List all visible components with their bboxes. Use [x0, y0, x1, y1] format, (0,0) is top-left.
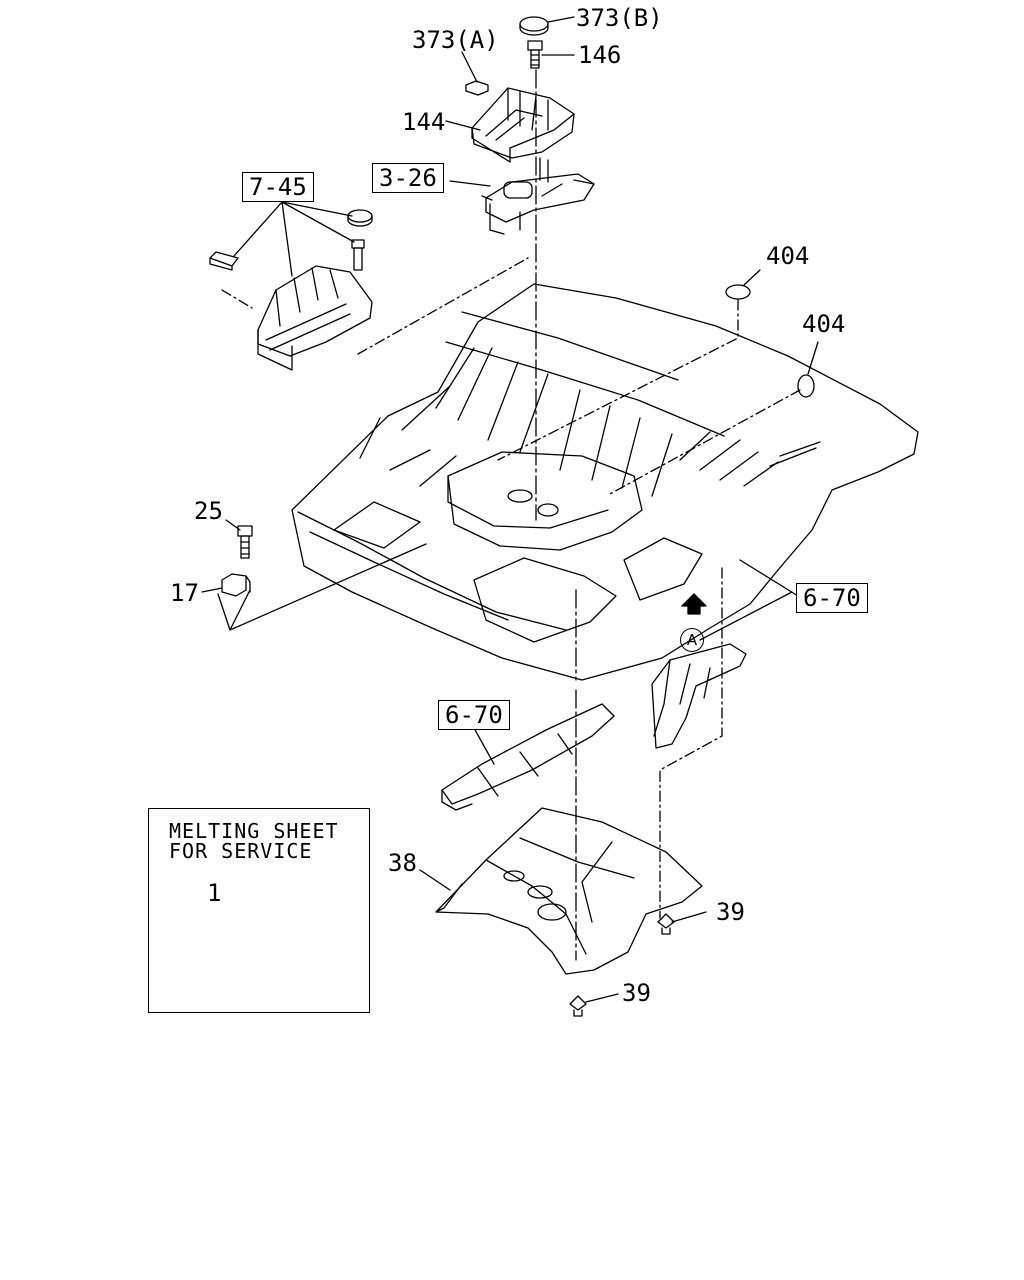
leader-373b	[547, 16, 575, 23]
ref-3-26: 3-26	[372, 163, 444, 193]
leader-144	[445, 120, 481, 131]
part-146-bolt	[527, 40, 543, 69]
leaders-745	[233, 201, 355, 277]
label-404-a: 404	[766, 242, 810, 270]
part-404-plug-a	[725, 284, 751, 300]
part-373a-plug	[465, 80, 489, 96]
leader-404b	[807, 341, 819, 375]
ref-7-45: 7-45	[242, 172, 314, 202]
leader-326	[449, 180, 491, 187]
note-line-1: MELTING SHEET	[169, 819, 339, 843]
leader-670-center	[473, 727, 495, 765]
leader-39b	[585, 993, 619, 1003]
ref-6-70-right: 6-70	[796, 583, 868, 613]
ref-6-70-center: 6-70	[438, 700, 510, 730]
label-373b: 373(B)	[576, 4, 663, 32]
part-39-clip-b	[569, 995, 587, 1017]
label-404-b: 404	[802, 310, 846, 338]
leader-373a	[461, 51, 478, 83]
note-line-2: FOR SERVICE	[169, 839, 313, 863]
part-6-70-center	[441, 703, 615, 811]
label-373a: 373(A)	[412, 26, 499, 54]
dashdot-745a	[221, 289, 253, 309]
leaders-670-right	[699, 559, 799, 641]
leaders-25-17	[217, 589, 251, 631]
dashdot-745b	[357, 257, 529, 355]
leader-25-17-floor	[229, 543, 427, 631]
label-39-a: 39	[716, 898, 745, 926]
melting-sheet-note-box: MELTING SHEET FOR SERVICE 1	[148, 808, 370, 1013]
label-39-b: 39	[622, 979, 651, 1007]
part-6-70-right	[651, 643, 747, 749]
part-7-45-group	[209, 209, 373, 371]
part-373b-cap	[519, 16, 549, 36]
dashdot-right	[659, 567, 723, 919]
floor-panel	[291, 283, 919, 681]
label-146: 146	[578, 41, 622, 69]
part-144-console	[471, 87, 575, 163]
label-17: 17	[170, 579, 199, 607]
view-marker-a: A	[680, 628, 704, 652]
leader-25	[225, 519, 241, 531]
part-17-bracket	[221, 573, 251, 597]
part-25-bolt	[237, 525, 253, 559]
leader-17	[201, 587, 223, 593]
note-text: MELTING SHEET FOR SERVICE	[169, 821, 339, 861]
leader-404a	[743, 269, 761, 286]
leader-39a	[671, 911, 707, 923]
arrow-icon	[681, 593, 707, 615]
part-404-plug-b	[797, 374, 815, 398]
leader-38	[419, 869, 451, 891]
label-38: 38	[388, 849, 417, 877]
part-38-shield	[435, 807, 703, 975]
part-3-26-assembly	[481, 157, 595, 235]
label-25: 25	[194, 497, 223, 525]
dashdot-404b	[609, 389, 801, 495]
label-144: 144	[402, 108, 446, 136]
label-1: 1	[207, 879, 222, 907]
dashdot-404a	[497, 299, 739, 461]
